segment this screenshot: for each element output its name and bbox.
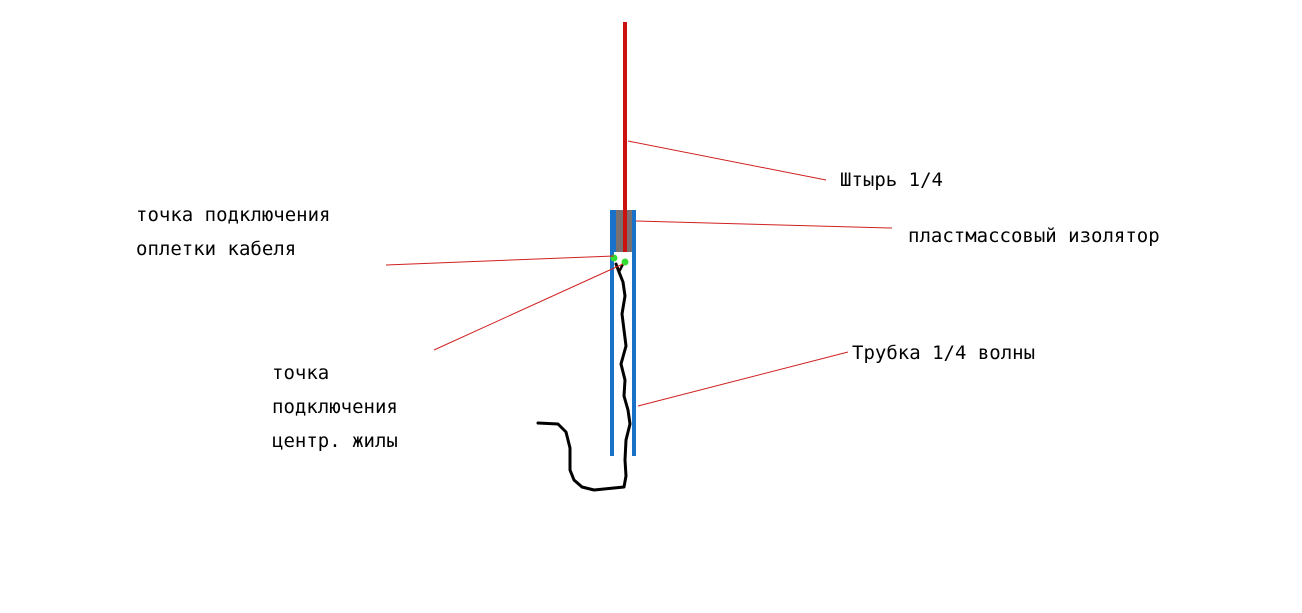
- label-core: точка подключения центр. жилы: [272, 356, 398, 458]
- leader-tube: [637, 351, 849, 407]
- coax-cable: [536, 262, 632, 492]
- leader-braid: [385, 255, 615, 266]
- label-braid-line-1: точка подключения: [136, 204, 331, 226]
- label-core-line-3: центр. жилы: [272, 430, 398, 452]
- core-connection-point: [621, 258, 629, 266]
- label-tube-text: Трубка 1/4 волны: [852, 342, 1036, 364]
- label-rod: Штырь 1/4: [840, 163, 943, 197]
- label-core-line-2: подключения: [272, 396, 398, 418]
- tube-left-wall: [610, 210, 614, 456]
- leader-lines: [385, 140, 893, 407]
- label-tube: Трубка 1/4 волны: [852, 336, 1035, 370]
- leader-insulator: [635, 220, 893, 229]
- leader-rod: [627, 140, 827, 181]
- leader-core: [433, 263, 624, 351]
- label-rod-text: Штырь 1/4: [840, 169, 943, 191]
- label-insulator-text: пластмассовый изолятор: [908, 225, 1160, 247]
- label-braid-line-2: оплетки кабеля: [136, 238, 297, 260]
- label-braid: точка подключения оплетки кабеля: [136, 198, 330, 266]
- quarter-wave-rod: [623, 22, 627, 252]
- tube-right-wall: [632, 210, 636, 456]
- label-core-line-1: точка: [272, 362, 330, 384]
- label-insulator: пластмассовый изолятор: [908, 219, 1160, 253]
- braid-connection-point: [610, 254, 618, 262]
